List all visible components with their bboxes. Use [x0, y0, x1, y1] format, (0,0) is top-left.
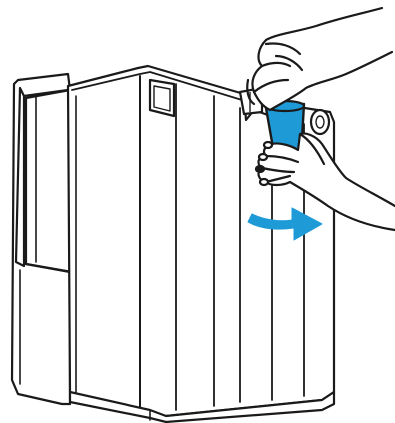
side-knob [311, 110, 329, 134]
upper-hand [247, 8, 392, 110]
display-window [150, 80, 174, 116]
